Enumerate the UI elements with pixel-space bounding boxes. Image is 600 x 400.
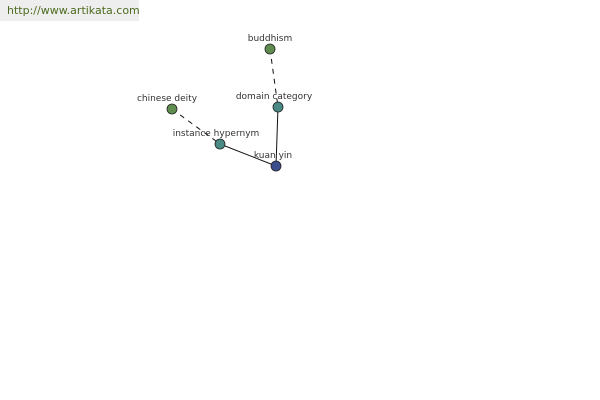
node-label-instance-hypernym: instance hypernym: [173, 129, 260, 139]
node-buddhism[interactable]: [264, 43, 276, 55]
node-instance-hypernym[interactable]: [214, 138, 226, 150]
edge-domain-category-to-kuan-yin: [275, 106, 279, 167]
node-label-buddhism: buddhism: [248, 34, 293, 44]
nodes-layer: [166, 43, 284, 172]
node-kuan-yin[interactable]: [270, 160, 282, 172]
edge-instance-hypernym-to-kuan-yin: [219, 143, 277, 167]
node-chinese-deity[interactable]: [166, 103, 178, 115]
node-label-chinese-deity: chinese deity: [137, 94, 198, 104]
watermark-url[interactable]: http://www.artikata.com: [0, 0, 140, 21]
node-label-kuan-yin: kuan yin: [254, 151, 292, 161]
node-domain-category[interactable]: [272, 101, 284, 113]
edges-layer: [171, 48, 279, 167]
node-label-domain-category: domain category: [236, 92, 313, 102]
labels-layer: buddhism domain category chinese deity inst…: [137, 34, 313, 161]
